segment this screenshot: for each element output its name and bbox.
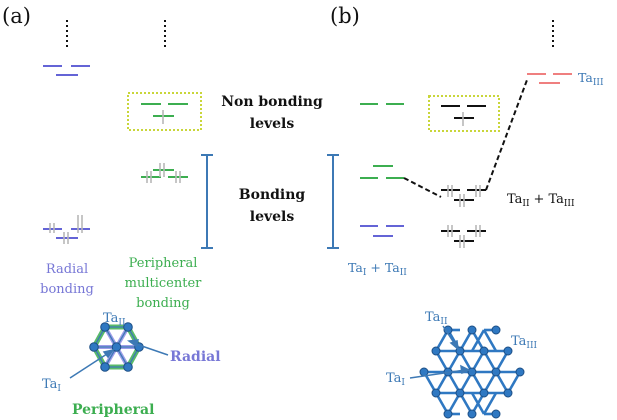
panel-label-b: (b) (330, 4, 360, 28)
ta-i-plus-ta-ii-label: TaI+TaII (348, 260, 407, 278)
ta-ii-label-a: TaII (103, 311, 126, 328)
ta-ii-label-b: TaII (425, 310, 448, 327)
nonbonding-box-b (428, 95, 500, 132)
peripheral-electrons-a (146, 163, 181, 183)
peripheral-tag: Peripheral (72, 402, 154, 418)
dashed-connectors (403, 79, 528, 198)
bonding-bracket-a (201, 154, 213, 249)
ta-i-label-a: TaI (42, 377, 61, 394)
bonding-label-line2: levels (250, 209, 295, 225)
black-levels-b (441, 105, 486, 242)
non-bonding-label-line1: Non bonding (221, 94, 323, 110)
radial-levels-a (43, 65, 90, 239)
kagome-lattice-b (419, 325, 525, 419)
nonbonding-levels-a (141, 103, 188, 117)
ta-iii-label: TaIII (578, 70, 604, 88)
radial-tag: Radial (170, 349, 221, 365)
radial-electrons-a (49, 215, 83, 244)
nonbonding-box-a (127, 92, 202, 131)
radial-bonding-caption-line1: Radial (46, 262, 88, 277)
bonding-label-line1: Bonding (239, 187, 306, 203)
ta-i-label-b: TaI (386, 371, 405, 388)
electrons-b (447, 112, 481, 248)
panel-label-a: (a) (2, 4, 31, 28)
bonding-bracket-b (327, 154, 339, 249)
ta-ii-plus-ta-iii-label: TaII+TaIII (507, 192, 575, 209)
non-bonding-label-line2: levels (250, 116, 295, 132)
continuation-dots (66, 20, 554, 48)
arrows-a (69, 339, 169, 379)
ta-iii-label-b: TaIII (511, 334, 538, 351)
arrows-b (409, 325, 471, 379)
left-levels-b (360, 103, 404, 237)
peripheral-caption-line3: bonding (136, 296, 190, 311)
radial-bonding-caption-line2: bonding (40, 282, 94, 297)
peripheral-caption-line1: Peripheral (129, 256, 198, 271)
hexagon-lattice-a (89, 322, 144, 372)
ta-iii-levels (527, 73, 572, 84)
peripheral-caption-line2: multicenter (125, 276, 203, 291)
